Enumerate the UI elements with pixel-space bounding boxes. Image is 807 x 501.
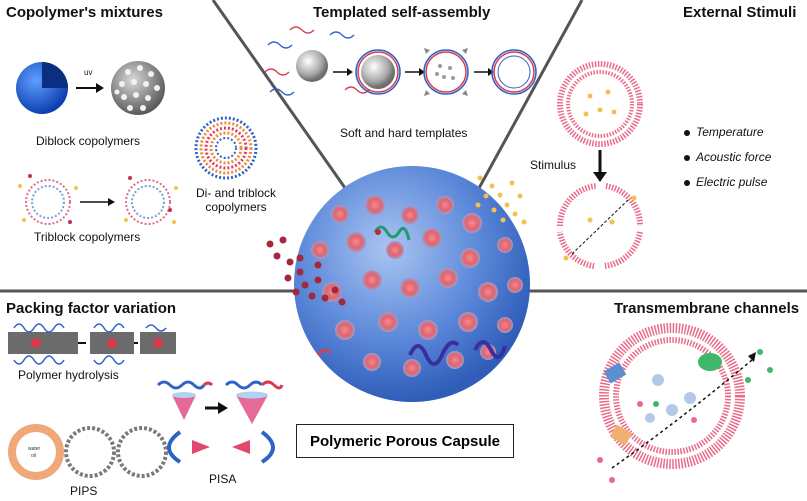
di-triblock-label-line2: copolymers [205, 200, 267, 214]
di-triblock-vesicle [194, 116, 258, 180]
stimulus-acoustic-force: Acoustic force [696, 150, 772, 164]
di-triblock-label: Di- and triblock copolymers [186, 186, 286, 214]
diblock-illustration [16, 61, 165, 115]
transmembrane-channels-title: Transmembrane channels [614, 300, 800, 317]
diblock-label: Diblock copolymers [36, 134, 141, 148]
oil-label: oil [31, 453, 37, 459]
bullet-icon [684, 130, 690, 136]
stimulus-temperature: Temperature [696, 125, 764, 139]
released-cargo-particles [266, 236, 346, 306]
packing-factor-title: Packing factor variation [6, 300, 177, 317]
external-stimuli-title: External Stimuli [683, 4, 797, 21]
templated-assembly-illustration [264, 26, 537, 96]
templated-self-assembly-title: Templated self-assembly [313, 4, 491, 21]
bullet-icon [684, 180, 690, 186]
capsule-title: Polymeric Porous Capsule [309, 432, 501, 450]
copolymer-mixtures-title: Copolymer's mixtures [6, 4, 163, 21]
stimulus-particles [475, 175, 527, 225]
stimuli-illustration [556, 61, 644, 269]
uv-label: uv [84, 68, 93, 77]
capsule-pores [311, 195, 523, 377]
water-label: water [28, 446, 41, 452]
triblock-label: Triblock copolymers [34, 230, 141, 244]
pisa-label: PISA [209, 472, 237, 486]
hydrolysis-illustration [8, 323, 176, 365]
porous-capsule [294, 166, 530, 402]
capsule-title-box: Polymeric Porous Capsule [296, 424, 514, 458]
templates-label: Soft and hard templates [340, 126, 468, 140]
section-dividers [0, 0, 807, 293]
di-triblock-label-line1: Di- and triblock [195, 186, 277, 200]
bullet-icon [684, 155, 690, 161]
channels-illustration [597, 323, 773, 483]
triblock-illustration [18, 174, 178, 225]
stimulus-label: Stimulus [530, 158, 577, 172]
hydrolysis-label: Polymer hydrolysis [18, 368, 119, 382]
pisa-illustration [156, 380, 284, 464]
pips-illustration [8, 424, 168, 480]
pips-label: PIPS [70, 484, 98, 498]
stimulus-electric-pulse: Electric pulse [696, 175, 768, 189]
